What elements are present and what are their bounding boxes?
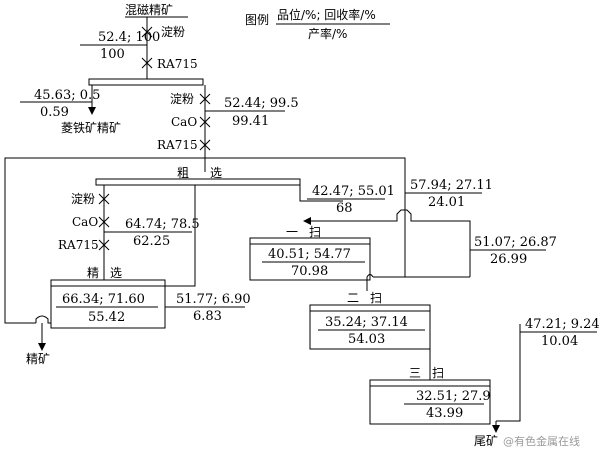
concentrate-label: 精矿 bbox=[26, 352, 50, 366]
reagent-starch-3: 淀粉 bbox=[71, 192, 95, 206]
cleaner-label-b: 选 bbox=[110, 266, 122, 280]
reagent-cross-1 bbox=[141, 26, 153, 38]
cleaner-feed-bottom: 62.25 bbox=[133, 234, 170, 249]
siderite-stream-top: 45.63; 0.5 bbox=[34, 88, 100, 103]
scav1-tail-bottom: 26.99 bbox=[490, 252, 527, 267]
scav1-label-a: 一 bbox=[286, 225, 298, 239]
legend-numerator: 品位/%; 回收率/% bbox=[277, 7, 376, 22]
reagent-cross-5 bbox=[199, 139, 211, 151]
scav1-label-b: 扫 bbox=[309, 225, 321, 239]
reagent-cross-2 bbox=[141, 57, 153, 69]
reagent-cao-1: CaO bbox=[171, 115, 197, 129]
feed-stream-bottom: 100 bbox=[100, 47, 125, 62]
legend-prefix: 图例 bbox=[245, 13, 269, 27]
concentrate-bridge bbox=[35, 315, 51, 324]
scav3-bottom: 43.99 bbox=[426, 406, 463, 421]
rougher-label-b: 选 bbox=[210, 166, 222, 180]
rougher-tail-top: 57.94; 27.11 bbox=[410, 178, 493, 193]
scav3-tail-line bbox=[496, 324, 521, 422]
reagent-starch-1: 淀粉 bbox=[161, 25, 185, 39]
reagent-cross-8 bbox=[98, 239, 110, 251]
rougher-label-a: 粗 bbox=[177, 166, 189, 180]
left-return-line bbox=[4, 157, 205, 324]
scav2-label-a: 二 bbox=[347, 291, 359, 305]
siderite-label: 菱铁矿精矿 bbox=[61, 121, 121, 135]
scav3-cell bbox=[369, 379, 491, 425]
cleaner-label-a: 精 bbox=[87, 266, 99, 280]
scav1-cell bbox=[249, 237, 371, 281]
tailings-label: 尾矿 bbox=[474, 434, 498, 448]
reagent-cross-6 bbox=[98, 193, 110, 205]
scav3-top: 32.51; 27.9 bbox=[416, 389, 491, 404]
cleaner-feed-top: 64.74; 78.5 bbox=[125, 217, 200, 232]
scav2-label-b: 扫 bbox=[370, 291, 382, 305]
scav1-bridge bbox=[366, 274, 374, 278]
cleaner-middling-bottom: 6.83 bbox=[193, 309, 222, 324]
scav2-top: 35.24; 37.14 bbox=[325, 315, 408, 330]
scav3-tail-top: 47.21; 9.24 bbox=[525, 317, 600, 332]
scav1-bottom: 70.98 bbox=[291, 264, 328, 279]
cleaner-middling-top: 51.77; 6.90 bbox=[176, 292, 251, 307]
reagent-cross-3 bbox=[199, 93, 211, 105]
rougher-froth-line bbox=[299, 185, 343, 202]
scav2-cell bbox=[309, 304, 431, 350]
rougher-tail-bottom: 24.01 bbox=[428, 195, 465, 210]
scav1-top: 40.51; 54.77 bbox=[268, 247, 351, 262]
cleaner-bottom: 55.42 bbox=[88, 310, 125, 325]
rougher-froth-bottom: 68 bbox=[336, 201, 353, 216]
reagent-ra715-2: RA715 bbox=[157, 138, 198, 152]
prefloat-cell bbox=[88, 78, 204, 86]
feed-label: 混磁精矿 bbox=[125, 2, 173, 17]
scav3-label-a: 三 bbox=[409, 366, 421, 380]
feed-stream-top: 52.4; 100 bbox=[98, 30, 160, 45]
watermark: @有色金属在线 bbox=[503, 434, 580, 448]
siderite-stream-bottom: 0.59 bbox=[40, 105, 69, 120]
rougher-cell bbox=[95, 178, 301, 186]
rougher-to-scav-line bbox=[343, 209, 471, 277]
scav1-tail-top: 51.07; 26.87 bbox=[474, 235, 557, 250]
reagent-ra715-1: RA715 bbox=[157, 57, 198, 71]
reagent-cross-7 bbox=[98, 216, 110, 228]
scav3-label-b: 扫 bbox=[432, 366, 444, 380]
rougher-feed-bottom: 99.41 bbox=[232, 114, 269, 129]
scav2-bottom: 54.03 bbox=[348, 332, 385, 347]
cleaner-top: 66.34; 71.60 bbox=[62, 292, 145, 307]
reagent-cao-2: CaO bbox=[72, 215, 98, 229]
rougher-froth-top: 42.47; 55.01 bbox=[312, 184, 395, 199]
legend-denominator: 产率/% bbox=[308, 26, 347, 41]
scav3-tail-bottom: 10.04 bbox=[541, 334, 578, 349]
cleaner-middling-line bbox=[165, 185, 196, 287]
reagent-cross-4 bbox=[199, 116, 211, 128]
cleaner-cell bbox=[50, 279, 166, 329]
reagent-starch-2: 淀粉 bbox=[170, 92, 194, 106]
rougher-feed-top: 52.44; 99.5 bbox=[224, 96, 299, 111]
reagent-ra715-3: RA715 bbox=[58, 238, 99, 252]
